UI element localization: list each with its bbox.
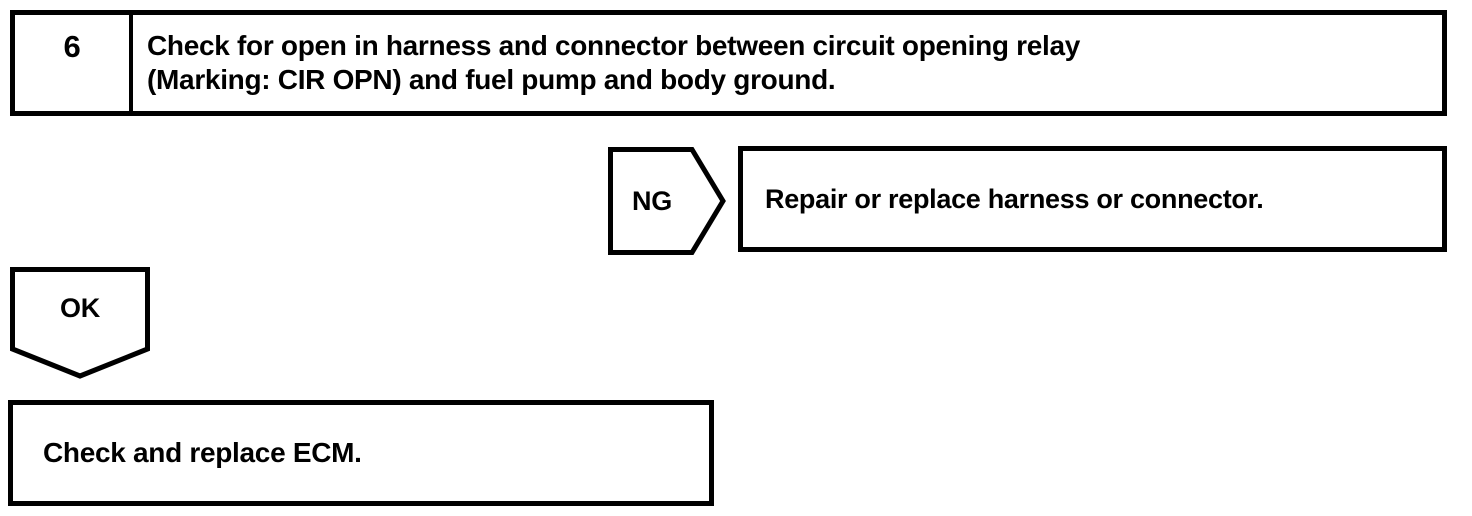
ok-action-box: Check and replace ECM. — [8, 400, 714, 506]
ng-label: NG — [632, 185, 672, 216]
step-number-cell: 6 — [15, 15, 133, 111]
step-instruction: Check for open in harness and connector … — [133, 15, 1442, 111]
ok-pentagon-icon — [10, 267, 150, 379]
ng-action-box: Repair or replace harness or connector. — [738, 146, 1447, 252]
step-box: 6 Check for open in harness and connecto… — [10, 10, 1447, 116]
ng-connector: NG — [608, 147, 726, 255]
ok-connector: OK — [10, 267, 150, 379]
ng-pentagon-icon — [608, 147, 726, 255]
ok-action-text: Check and replace ECM. — [43, 437, 362, 468]
ok-label: OK — [60, 292, 100, 323]
step-instruction-line-2: (Marking: CIR OPN) and fuel pump and bod… — [147, 64, 836, 95]
step-instruction-line-1: Check for open in harness and connector … — [147, 30, 1081, 61]
ng-action-text: Repair or replace harness or connector. — [765, 183, 1264, 214]
step-number: 6 — [63, 29, 81, 64]
